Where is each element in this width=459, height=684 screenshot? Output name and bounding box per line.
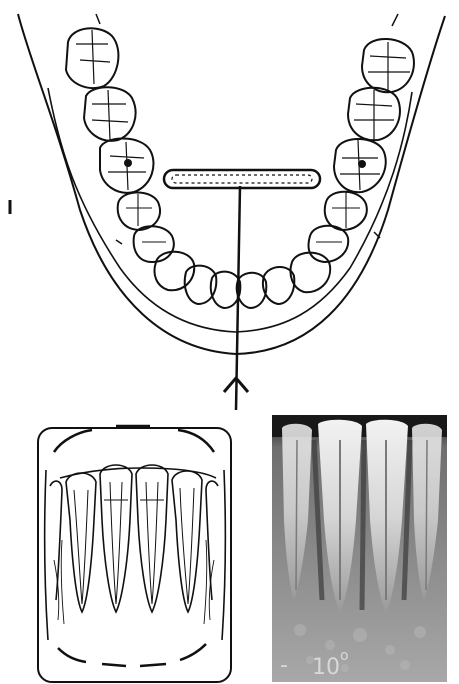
angle-degree-sign: o xyxy=(340,648,349,664)
right-top-mark xyxy=(392,14,398,26)
angle-value: 10 xyxy=(312,655,340,680)
left-canine xyxy=(155,252,195,290)
jaw-outer-outline xyxy=(18,14,445,354)
incisor-schematic-panel xyxy=(38,426,231,682)
left-premolar-2 xyxy=(134,226,174,262)
schematic-frame xyxy=(38,428,231,682)
angle-prefix: - xyxy=(280,653,288,678)
radiograph-panel: - 10 o xyxy=(272,415,447,682)
jaw-inner-outline xyxy=(48,88,412,332)
right-central-incisor xyxy=(237,273,267,308)
right-premolar-1 xyxy=(325,192,367,230)
left-molar-2 xyxy=(84,87,136,141)
right-molar-2 xyxy=(348,88,400,140)
film-holder xyxy=(164,170,320,188)
left-molar-1 xyxy=(66,28,118,88)
right-edge-mark xyxy=(96,14,100,24)
right-premolar-2 xyxy=(309,226,349,262)
occlusal-arch-panel xyxy=(10,14,445,410)
left-molar-3 xyxy=(100,139,153,193)
left-gum-tick xyxy=(116,240,122,244)
right-molar-1 xyxy=(362,39,414,92)
left-premolar-1 xyxy=(118,192,160,230)
right-molar-3 xyxy=(334,139,386,192)
right-canine xyxy=(291,253,331,293)
